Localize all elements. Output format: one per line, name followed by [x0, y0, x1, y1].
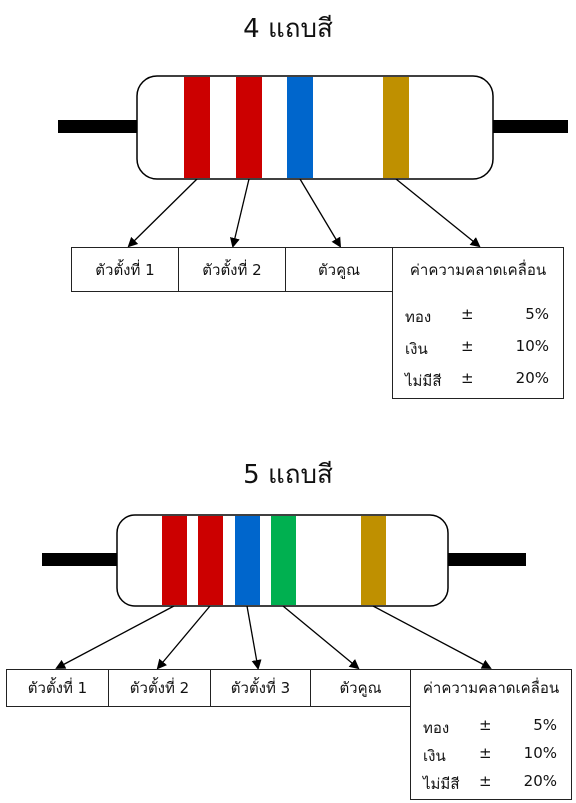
arrow-2: [156, 605, 211, 670]
tolerance-row-none: ไม่มีสี ± 20%: [411, 772, 571, 796]
label-multiplier: ตัวคูณ: [285, 247, 393, 292]
lead-right: [485, 120, 568, 133]
label-digit-3: ตัวตั้งที่ 3: [210, 669, 311, 707]
band-3-blue: [287, 77, 313, 178]
tolerance-row-gold: ทอง ± 5%: [393, 305, 563, 329]
diagram-5-title: 5 แถบสี: [243, 460, 333, 490]
plus-minus: ±: [479, 744, 492, 762]
resistor-4-band: [58, 75, 568, 248]
band-5-gold: [361, 516, 386, 605]
tolerance-name: ไม่มีสี: [405, 372, 442, 390]
tolerance-table-5: ทอง ± 5% เงิน ± 10% ไม่มีสี ± 20%: [410, 706, 572, 800]
tolerance-name: ทอง: [405, 308, 432, 326]
plus-minus: ±: [461, 337, 474, 355]
lead-left: [42, 553, 122, 566]
tolerance-row-silver: เงิน ± 10%: [411, 744, 571, 768]
plus-minus: ±: [461, 305, 474, 323]
arrow-4: [282, 605, 360, 670]
lead-left: [58, 120, 143, 133]
plus-minus: ±: [479, 772, 492, 790]
tolerance-row-silver: เงิน ± 10%: [393, 337, 563, 361]
plus-minus: ±: [479, 716, 492, 734]
band-1-red: [162, 516, 187, 605]
label-tolerance: ค่าความคลาดเคลื่อน: [410, 669, 572, 707]
arrow-2: [229, 178, 250, 248]
plus-minus: ±: [461, 369, 474, 387]
tolerance-value: 10%: [523, 744, 557, 762]
arrow-1: [55, 605, 175, 669]
tolerance-value: 5%: [533, 716, 557, 734]
band-2-red: [198, 516, 223, 605]
tolerance-row-none: ไม่มีสี ± 20%: [393, 369, 563, 393]
band-1-red: [184, 77, 210, 178]
arrow-3: [246, 605, 262, 670]
band-2-red: [236, 77, 262, 178]
tolerance-table-4: ทอง ± 5% เงิน ± 10% ไม่มีสี ± 20%: [392, 291, 564, 399]
tolerance-name: ไม่มีสี: [423, 775, 460, 793]
tolerance-value: 10%: [515, 337, 549, 355]
tolerance-name: เงิน: [423, 747, 446, 765]
label-digit-1: ตัวตั้งที่ 1: [6, 669, 109, 707]
arrow-4: [395, 178, 481, 248]
tolerance-value: 20%: [515, 369, 549, 387]
label-digit-2: ตัวตั้งที่ 2: [108, 669, 211, 707]
band-4-green: [271, 516, 296, 605]
arrow-3: [299, 178, 342, 248]
label-digit-2: ตัวตั้งที่ 2: [178, 247, 286, 292]
arrow-5: [372, 605, 492, 669]
tolerance-value: 20%: [523, 772, 557, 790]
resistor-5-band: [42, 514, 526, 670]
band-4-gold: [383, 77, 409, 178]
arrow-1: [127, 178, 198, 248]
lead-right: [444, 553, 526, 566]
label-multiplier: ตัวคูณ: [310, 669, 411, 707]
tolerance-name: ทอง: [423, 719, 450, 737]
tolerance-row-gold: ทอง ± 5%: [411, 716, 571, 740]
diagram-4-title: 4 แถบสี: [243, 14, 333, 44]
tolerance-value: 5%: [525, 305, 549, 323]
label-tolerance: ค่าความคลาดเคลื่อน: [392, 247, 564, 292]
label-digit-1: ตัวตั้งที่ 1: [71, 247, 179, 292]
band-3-blue: [235, 516, 260, 605]
tolerance-name: เงิน: [405, 340, 428, 358]
